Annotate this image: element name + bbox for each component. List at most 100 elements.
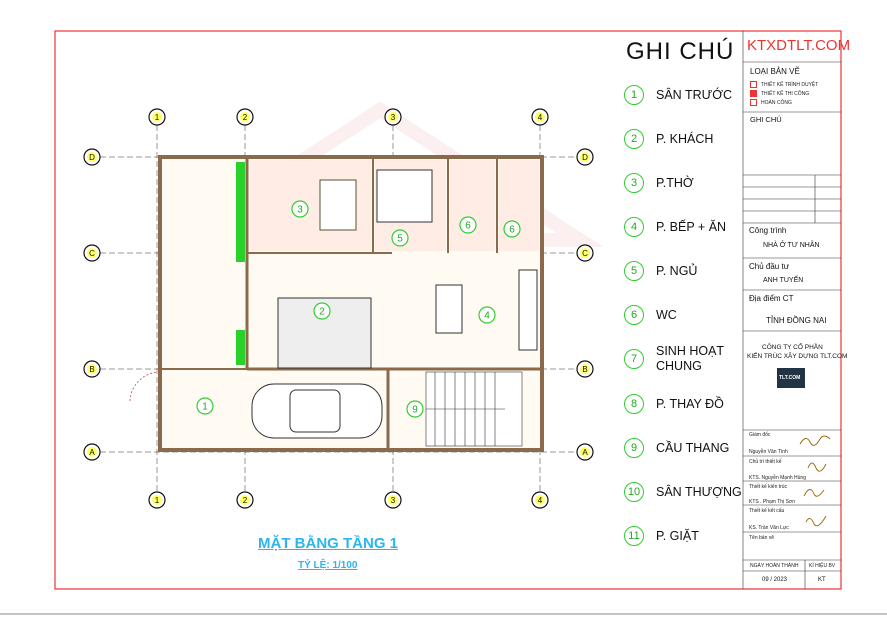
grid-bubble-label: C: [582, 249, 588, 258]
grid-bubble-label: B: [89, 365, 94, 374]
altar-table: [319, 179, 357, 231]
grid-bubble-label: 4: [538, 113, 543, 122]
legend-item-11: 11 P. GIẶT: [624, 523, 699, 549]
title-block-frame: [742, 31, 841, 589]
room-wc-1: [450, 160, 495, 251]
grid-bubble: 2: [236, 491, 254, 509]
grid-bubble: D: [576, 148, 594, 166]
director-name: Nguyễn Văn Tình: [749, 449, 788, 455]
legend-item-9: 9 CẦU THANG: [624, 435, 729, 461]
grid-bubble-label: 2: [243, 113, 248, 122]
drawing-type-list: THIẾT KẾ TRÌNH DUYỆT THIẾT KẾ THI CÔNG H…: [750, 80, 818, 107]
struct-name: KS. Trần Văn Lực: [749, 525, 789, 531]
room-marker: 1: [196, 397, 214, 415]
room-number: 3: [297, 205, 303, 216]
dining-table: [435, 284, 463, 334]
struct-label: Thiết kế kết cấu: [749, 508, 785, 514]
grid-bubble: 4: [531, 491, 549, 509]
grid-bubble: 4: [531, 108, 549, 126]
grid-bubble: 2: [236, 108, 254, 126]
room-marker: 6: [503, 220, 521, 238]
drawing-type-item: THIẾT KẾ TRÌNH DUYỆT: [761, 81, 819, 88]
legend-label: P.THỜ: [656, 175, 694, 190]
drawing-type-item: THIẾT KẾ THI CÔNG: [761, 90, 810, 97]
legend-item-4: 4 P. BẾP + ĂN: [624, 214, 726, 240]
legend-label: WC: [656, 307, 677, 322]
company-line-1: CÔNG TY CỔ PHẦN: [762, 344, 823, 351]
legend-number: 11: [624, 526, 644, 546]
stair: [425, 371, 523, 447]
draft-label: Tên bản vẽ: [749, 535, 775, 541]
grid-bubble: 1: [148, 108, 166, 126]
company-line-2: KIẾN TRÚC XÂY DỰNG TLT.COM: [747, 353, 848, 360]
drawing-type-title: LOẠI BẢN VẼ: [750, 67, 800, 76]
grid-bubble-label: 3: [391, 496, 396, 505]
legend-number: 10: [624, 482, 644, 502]
grid-bubble: C: [83, 244, 101, 262]
grid-bubble-label: A: [89, 448, 95, 457]
plan-scale: TỶ LỆ: 1/100: [298, 560, 358, 571]
legend-label: P. KHÁCH: [656, 131, 714, 146]
logo-text: TLT.COM: [779, 375, 801, 381]
legend-number: 8: [624, 394, 644, 414]
legend-item-8: 8 P. THAY ĐỒ: [624, 391, 724, 417]
car: [251, 383, 383, 439]
legend-label: CẦU THANG: [656, 440, 730, 455]
grid-bubble-label: 3: [391, 113, 396, 122]
arch-label: Thiết kế kiến trúc: [749, 484, 788, 490]
notes-title: GHI CHÚ: [750, 115, 782, 124]
legend-label: P. GIẶT: [656, 528, 699, 543]
legend-label: P. NGỦ: [656, 263, 698, 278]
room-marker: 3: [291, 200, 309, 218]
legend-number: 7: [624, 349, 644, 369]
room-number: 2: [319, 307, 325, 318]
grid-bubble-label: B: [582, 365, 587, 374]
arch-name: KTS . Phạm Thị Sơn: [749, 499, 795, 505]
room-number: 5: [397, 234, 403, 245]
grid-bubble: 3: [384, 108, 402, 126]
bed: [376, 169, 433, 223]
legend-number: 4: [624, 217, 644, 237]
brand-name: KTXDTLT.COM: [747, 37, 851, 54]
signatures: [799, 435, 831, 527]
plant-strip: [236, 162, 245, 262]
project-label: Công trình: [749, 226, 787, 235]
grid-bubble: 3: [384, 491, 402, 509]
date-value: 09 / 2023: [762, 577, 788, 583]
room-number: 4: [484, 311, 490, 322]
location-value: TỈNH ĐỒNG NAI: [766, 316, 827, 325]
company-logo: [777, 368, 805, 388]
location-label: Địa điểm CT: [749, 294, 794, 303]
legend-number: 1: [624, 85, 644, 105]
legend-number: 6: [624, 305, 644, 325]
front-door-swing: [129, 371, 161, 403]
grid-bubble-label: A: [582, 448, 588, 457]
grid-bubble-label: 1: [155, 113, 160, 122]
room-marker: 2: [313, 302, 331, 320]
grid-bubble: A: [83, 443, 101, 461]
legend-label: P. THAY ĐỒ: [656, 396, 724, 411]
owner-label: Chủ đầu tư: [749, 262, 790, 271]
legend-label: P. BẾP + ĂN: [656, 219, 727, 234]
room-number: 1: [202, 402, 208, 413]
grid-bubble: D: [83, 148, 101, 166]
code-value: KT: [818, 577, 826, 583]
chief-name: KTS. Nguyễn Mạnh Hùng: [749, 475, 806, 481]
room-marker: 6: [459, 216, 477, 234]
grid-bubble: C: [576, 244, 594, 262]
director-label: Giám đốc: [749, 432, 771, 438]
grid-bubble-label: D: [582, 153, 588, 162]
legend-label: SINH HOẠT CHUNG: [656, 344, 724, 373]
grid-bubble-label: 2: [243, 496, 248, 505]
grid-bubble: A: [576, 443, 594, 461]
sheet-frame: [54, 30, 842, 590]
plan-title: MẶT BẰNG TẦNG 1: [258, 535, 398, 552]
legend-number: 9: [624, 438, 644, 458]
legend-number: 2: [624, 129, 644, 149]
